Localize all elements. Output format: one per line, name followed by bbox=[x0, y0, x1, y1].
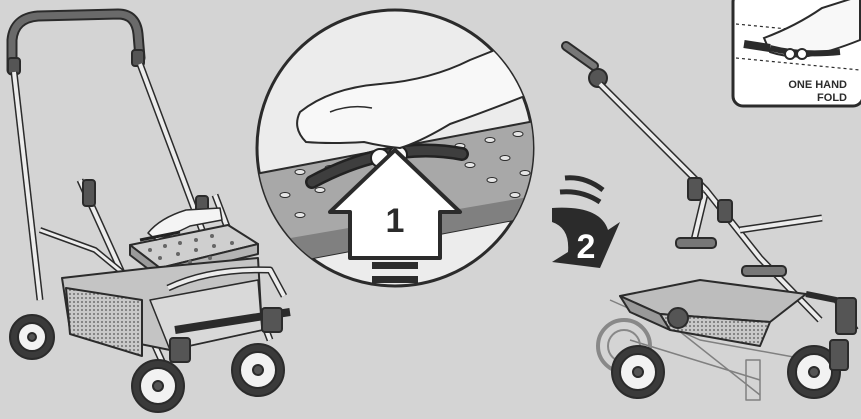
inset-line2: FOLD bbox=[817, 92, 847, 104]
wheel bbox=[10, 315, 54, 359]
one-hand-fold-inset: ONE HAND FOLD bbox=[733, 0, 861, 106]
wheel bbox=[612, 346, 664, 398]
step-2-label: 2 bbox=[577, 228, 596, 266]
stroller-open bbox=[8, 14, 290, 412]
step-1-label: 1 bbox=[386, 202, 405, 240]
wheel bbox=[232, 344, 284, 396]
inset-line1: ONE HAND bbox=[788, 79, 847, 91]
stroller-handlebar bbox=[12, 14, 140, 70]
zoom-detail-circle: 1 bbox=[250, 10, 540, 286]
wheel bbox=[132, 360, 184, 412]
wheel bbox=[668, 308, 688, 328]
rotate-arrow-2: 2 bbox=[552, 178, 620, 268]
